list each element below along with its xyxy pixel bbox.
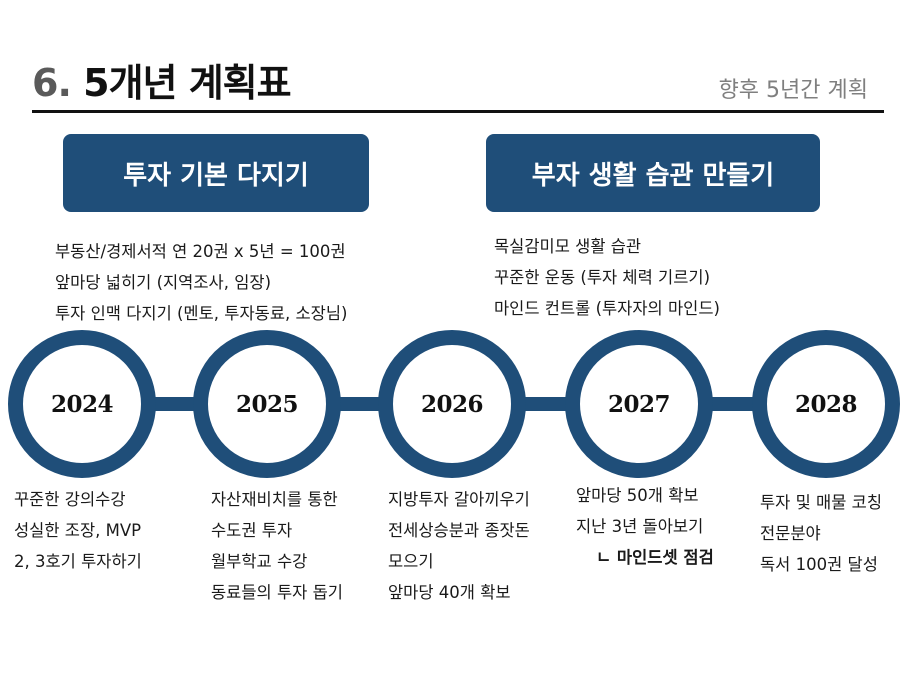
list-item: 부동산/경제서적 연 20권 x 5년 = 100권: [55, 242, 346, 261]
plan-2024: 꾸준한 강의수강 성실한 조장, MVP 2, 3호기 투자하기: [14, 484, 142, 577]
title-text: 5개년 계획표: [83, 61, 291, 105]
list-item: 성실한 조장, MVP: [14, 521, 142, 540]
highlight-item: ㄴ 마인드셋 점검: [596, 548, 714, 567]
plan-2026: 지방투자 갈아끼우기 전세상승분과 종잣돈 모으기 앞마당 40개 확보: [388, 484, 530, 608]
title-divider: [32, 110, 884, 113]
list-item: 자산재비치를 통한: [211, 490, 338, 509]
basics-header: 투자 기본 다지기: [63, 134, 369, 212]
list-item: 꾸준한 강의수강: [14, 490, 126, 509]
year-label: 2028: [794, 390, 858, 418]
plan-2025: 자산재비치를 통한 수도권 투자 월부학교 수강 동료들의 투자 돕기: [211, 484, 343, 608]
list-item: 모으기: [388, 552, 434, 571]
timeline: 2024 2025 2026 2027 2028: [0, 330, 912, 480]
list-item: 동료들의 투자 돕기: [211, 583, 343, 602]
year-label: 2024: [50, 390, 114, 418]
list-item: 지방투자 갈아끼우기: [388, 490, 530, 509]
year-circle-2027: 2027: [565, 330, 713, 478]
list-item: 독서 100권 달성: [760, 555, 878, 574]
list-item: 앞마당 40개 확보: [388, 583, 511, 602]
year-circle-2026: 2026: [378, 330, 526, 478]
list-item: 전문분야: [760, 524, 821, 543]
list-item: 꾸준한 운동 (투자 체력 기르기): [494, 268, 711, 287]
habits-list: 목실감미모 생활 습관 꾸준한 운동 (투자 체력 기르기) 마인드 컨트롤 (…: [494, 231, 720, 324]
plan-2027: 앞마당 50개 확보 지난 3년 돌아보기 ㄴ 마인드셋 점검: [576, 480, 714, 573]
year-circle-2025: 2025: [193, 330, 341, 478]
page-title: 6. 5개년 계획표: [32, 52, 292, 107]
list-item: 앞마당 50개 확보: [576, 486, 699, 505]
list-item: 지난 3년 돌아보기: [576, 517, 704, 536]
list-item: 마인드 컨트롤 (투자자의 마인드): [494, 299, 720, 318]
list-item: 목실감미모 생활 습관: [494, 237, 642, 256]
basics-header-label: 투자 기본 다지기: [123, 160, 309, 191]
section-number: 6.: [32, 61, 72, 105]
plan-2028: 투자 및 매물 코칭 전문분야 독서 100권 달성: [760, 487, 882, 580]
habits-header-label: 부자 생활 습관 만들기: [531, 160, 775, 191]
year-circle-2028: 2028: [752, 330, 900, 478]
list-item: 투자 및 매물 코칭: [760, 493, 882, 512]
list-item: 월부학교 수강: [211, 552, 308, 571]
habits-header: 부자 생활 습관 만들기: [486, 134, 820, 212]
basics-list: 부동산/경제서적 연 20권 x 5년 = 100권 앞마당 넓히기 (지역조사…: [55, 236, 347, 329]
year-label: 2027: [607, 390, 671, 418]
year-label: 2026: [420, 390, 484, 418]
year-circle-2024: 2024: [8, 330, 156, 478]
list-item: 앞마당 넓히기 (지역조사, 임장): [55, 273, 272, 292]
list-item: 2, 3호기 투자하기: [14, 552, 142, 571]
page-subtitle: 향후 5년간 계획: [718, 78, 868, 103]
list-item: 수도권 투자: [211, 521, 293, 540]
year-label: 2025: [235, 390, 299, 418]
list-item: 투자 인맥 다지기 (멘토, 투자동료, 소장님): [55, 304, 348, 323]
list-item: 전세상승분과 종잣돈: [388, 521, 530, 540]
